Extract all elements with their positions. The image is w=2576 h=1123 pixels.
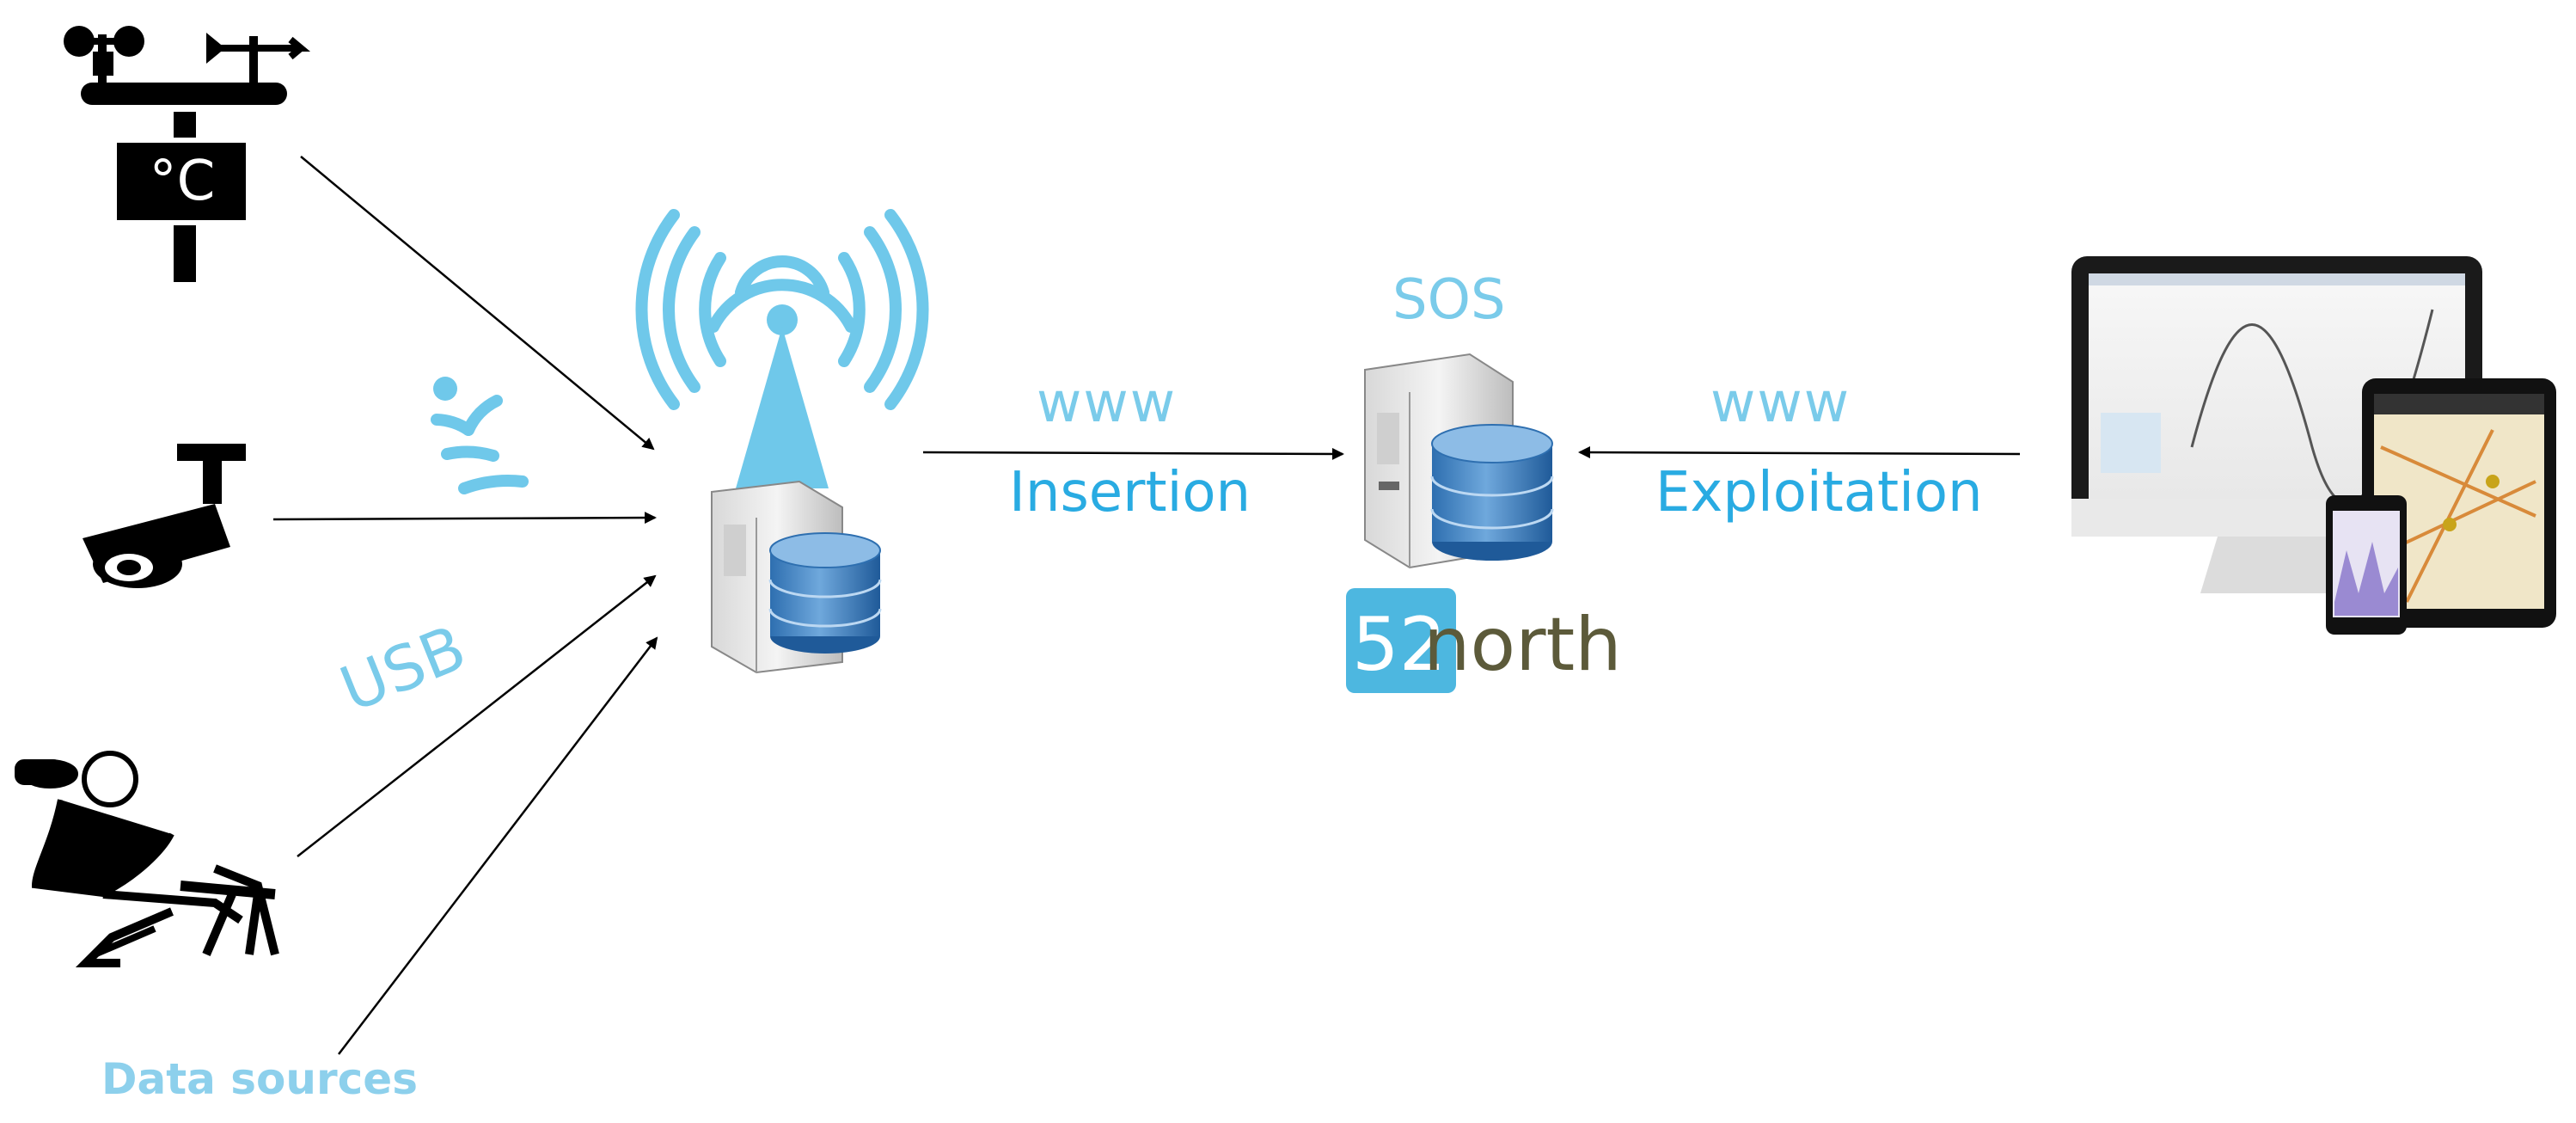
human-observer-icon — [15, 751, 279, 967]
arrow-camera-to-gateway — [272, 512, 657, 525]
data-sources-label: Data sources — [101, 1054, 418, 1104]
wireless-signal-icon — [431, 377, 529, 494]
weather-station-icon: °C — [64, 26, 311, 282]
svg-text:°C: °C — [150, 150, 216, 213]
sos-server-icon — [1364, 353, 1554, 569]
client-devices-icon — [2071, 256, 2556, 635]
insertion-label: Insertion — [1009, 461, 1251, 525]
arrow-observer-to-gateway — [338, 636, 658, 1055]
arrow-gateway-to-sos — [922, 447, 1344, 460]
52north-logo-number: 52 — [1352, 602, 1447, 688]
arrow-usb-to-gateway — [297, 574, 657, 857]
arrow-weather-to-gateway — [300, 156, 655, 451]
sos-label: SOS — [1392, 268, 1506, 332]
52north-logo-text: north — [1423, 602, 1622, 688]
security-camera-icon — [83, 444, 246, 588]
gateway-server-icon — [635, 209, 929, 674]
exploitation-label: Exploitation — [1655, 461, 1983, 525]
www-exploitation-label: www — [1710, 371, 1851, 435]
arrow-clients-to-sos — [1578, 446, 2021, 459]
www-insertion-label: www — [1037, 371, 1178, 435]
52north-logo-box — [1346, 588, 1456, 693]
connector-arrows — [272, 156, 2021, 1055]
